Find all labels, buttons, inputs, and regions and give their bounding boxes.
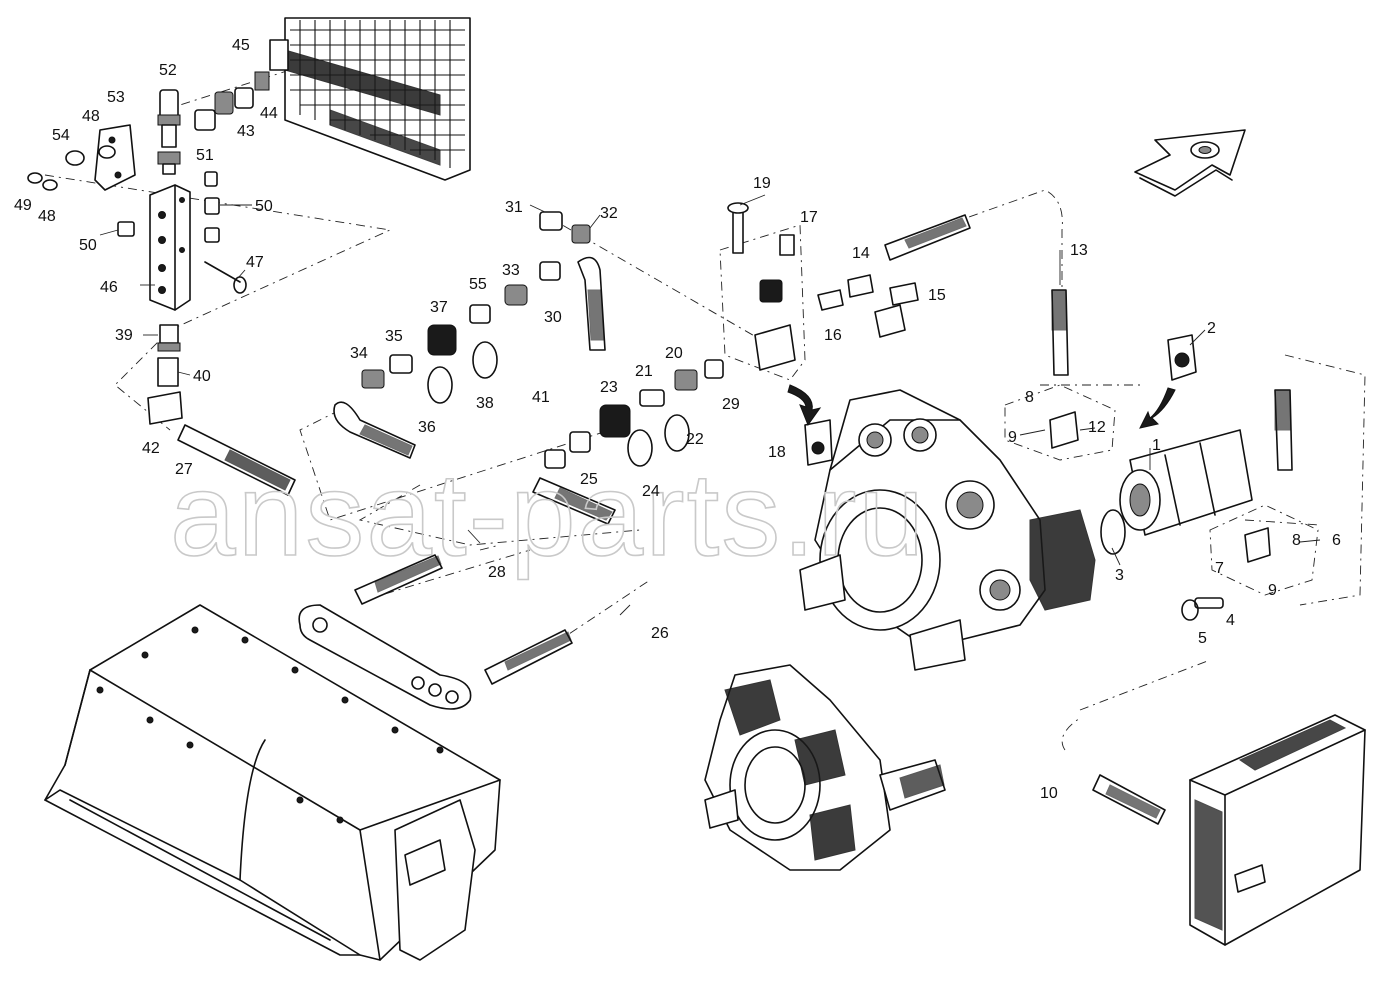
callout-18: 18 (768, 444, 786, 461)
callout-31: 31 (505, 199, 523, 216)
callout-24: 24 (642, 483, 660, 500)
callout-48-upper: 48 (82, 108, 100, 125)
callout-46: 46 (100, 279, 118, 296)
callout-35: 35 (385, 328, 403, 345)
callout-29: 29 (722, 396, 740, 413)
callout-3: 3 (1115, 567, 1124, 584)
callout-9-upper: 9 (1008, 429, 1017, 446)
callout-22: 22 (686, 431, 704, 448)
callout-13: 13 (1070, 242, 1088, 259)
callout-14: 14 (852, 245, 870, 262)
callout-49: 49 (14, 197, 32, 214)
callout-47: 47 (246, 254, 264, 271)
callout-34: 34 (350, 345, 368, 362)
callout-1: 1 (1152, 437, 1161, 454)
callout-28: 28 (488, 564, 506, 581)
control-cabinet (1189, 714, 1366, 946)
callout-44: 44 (260, 105, 278, 122)
gearbox-assembled (704, 664, 946, 871)
callout-26: 26 (651, 625, 669, 642)
callout-39: 39 (115, 327, 133, 344)
gasket-plate (298, 604, 472, 710)
direction-arrow-icon (1134, 129, 1246, 197)
callout-54: 54 (52, 127, 70, 144)
fittings-mid-cluster (361, 211, 724, 469)
callout-8-lower: 8 (1292, 532, 1301, 549)
callout-16: 16 (824, 327, 842, 344)
callout-50-right: 50 (255, 198, 273, 215)
callout-21: 21 (635, 363, 653, 380)
callout-40: 40 (193, 368, 211, 385)
hydraulic-pump-1 (1004, 334, 1319, 621)
callout-25: 25 (580, 471, 598, 488)
callout-33: 33 (502, 262, 520, 279)
fittings-left-cluster (27, 71, 270, 425)
callout-10: 10 (1040, 785, 1058, 802)
callout-43: 43 (237, 123, 255, 140)
watermark-text: ansat-parts.ru (170, 449, 926, 581)
callout-17: 17 (800, 209, 818, 226)
callout-labels: 1 2 3 4 5 6 7 8 8 9 9 10 12 13 14 15 16 … (14, 37, 1341, 802)
callout-19: 19 (753, 175, 771, 192)
callout-9-lower: 9 (1268, 582, 1277, 599)
header-body (44, 604, 501, 961)
callout-27: 27 (175, 461, 193, 478)
callout-15: 15 (928, 287, 946, 304)
radiator-grid (269, 17, 471, 181)
callout-30: 30 (544, 309, 562, 326)
callout-45: 45 (232, 37, 250, 54)
callout-42: 42 (142, 440, 160, 457)
callout-4: 4 (1226, 612, 1235, 629)
valve-block-46 (149, 184, 191, 311)
callout-52: 52 (159, 62, 177, 79)
callout-51: 51 (196, 147, 214, 164)
callout-8-upper: 8 (1025, 389, 1034, 406)
callout-2: 2 (1207, 320, 1216, 337)
hose-assemblies (177, 214, 1293, 825)
callout-32: 32 (600, 205, 618, 222)
callout-37: 37 (430, 299, 448, 316)
item-17-box (719, 202, 919, 381)
callout-6: 6 (1332, 532, 1341, 549)
callout-20: 20 (665, 345, 683, 362)
callout-12: 12 (1088, 419, 1106, 436)
callout-38: 38 (476, 395, 494, 412)
callout-36: 36 (418, 419, 436, 436)
leader-lines (99, 194, 1321, 616)
callout-7: 7 (1215, 560, 1224, 577)
callout-5: 5 (1198, 630, 1207, 647)
callout-53: 53 (107, 89, 125, 106)
callout-48-lower: 48 (38, 208, 56, 225)
gearbox-housing (799, 389, 1096, 671)
assembly-arrows (787, 384, 1176, 429)
callout-23: 23 (600, 379, 618, 396)
callout-41: 41 (532, 389, 550, 406)
callout-50-left: 50 (79, 237, 97, 254)
callout-55: 55 (469, 276, 487, 293)
